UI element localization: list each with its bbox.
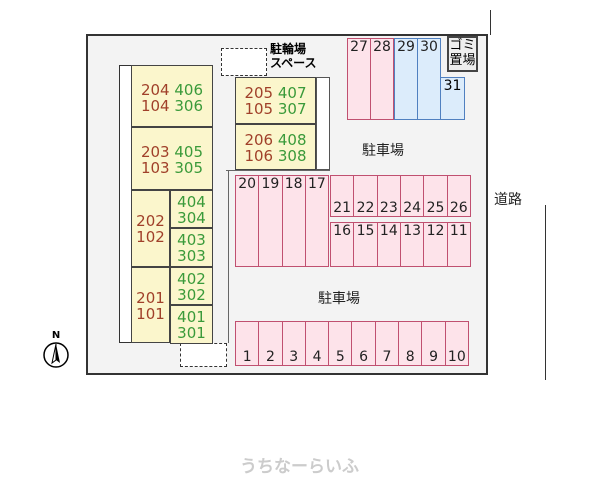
walkway (316, 77, 330, 170)
bike-label-2: スペース (270, 56, 317, 70)
parking-space: 14 (378, 223, 401, 266)
north-compass-icon: N (42, 330, 70, 370)
parking-label: 駐車場 (362, 143, 404, 159)
building-outline (228, 170, 229, 343)
dashed-area (180, 343, 227, 367)
parking-label: 駐車場 (318, 291, 360, 307)
parking-space: 12 (424, 223, 448, 266)
parking-space: 10 (447, 349, 466, 365)
parking-space: 18 (283, 176, 306, 266)
parking-space: 22 (354, 176, 378, 216)
parking-space: 7 (376, 322, 400, 365)
building-outline (226, 170, 330, 171)
parking-space: 2 (259, 322, 283, 365)
parking-space: 26 (449, 200, 468, 216)
parking-space: 4 (306, 322, 330, 365)
parking-space: 29 (395, 39, 418, 119)
compass-label: N (51, 330, 61, 341)
parking-space: 30 (420, 39, 438, 55)
parking-space: 13 (401, 223, 425, 266)
garbage-label-1: ゴミ (449, 38, 476, 53)
garbage-area: ゴミ 置場 (447, 36, 478, 72)
parking-space: 23 (378, 176, 401, 216)
parking-space: 21 (331, 176, 355, 216)
road-edge (490, 10, 491, 35)
parking-space: 20 (236, 176, 260, 266)
parking-space: 6 (352, 322, 376, 365)
parking-space: 9 (422, 322, 446, 365)
parking-space: 27 (348, 39, 371, 119)
bike-label-1: 駐輪場 (270, 42, 307, 56)
parking-space: 11 (449, 223, 468, 239)
road-label: 道路 (494, 192, 522, 208)
parking-space: 15 (354, 223, 378, 266)
parking-space: 5 (329, 322, 353, 365)
garbage-label-2: 置場 (449, 53, 476, 68)
bike-space (221, 48, 267, 76)
parking-space: 28 (373, 39, 391, 55)
bike-space-label: 駐輪場 スペース (270, 42, 317, 70)
road-edge (545, 205, 546, 380)
parking-space: 17 (307, 176, 326, 192)
parking-space: 25 (424, 176, 448, 216)
parking-space: 16 (331, 223, 355, 266)
parking-space: 1 (236, 322, 260, 365)
parking-space: 8 (399, 322, 423, 365)
watermark: うちなーらいふ (240, 457, 359, 477)
parking-space: 31 (440, 77, 465, 120)
parking-space: 3 (283, 322, 306, 365)
parking-space: 19 (259, 176, 283, 266)
parking-space: 24 (401, 176, 425, 216)
